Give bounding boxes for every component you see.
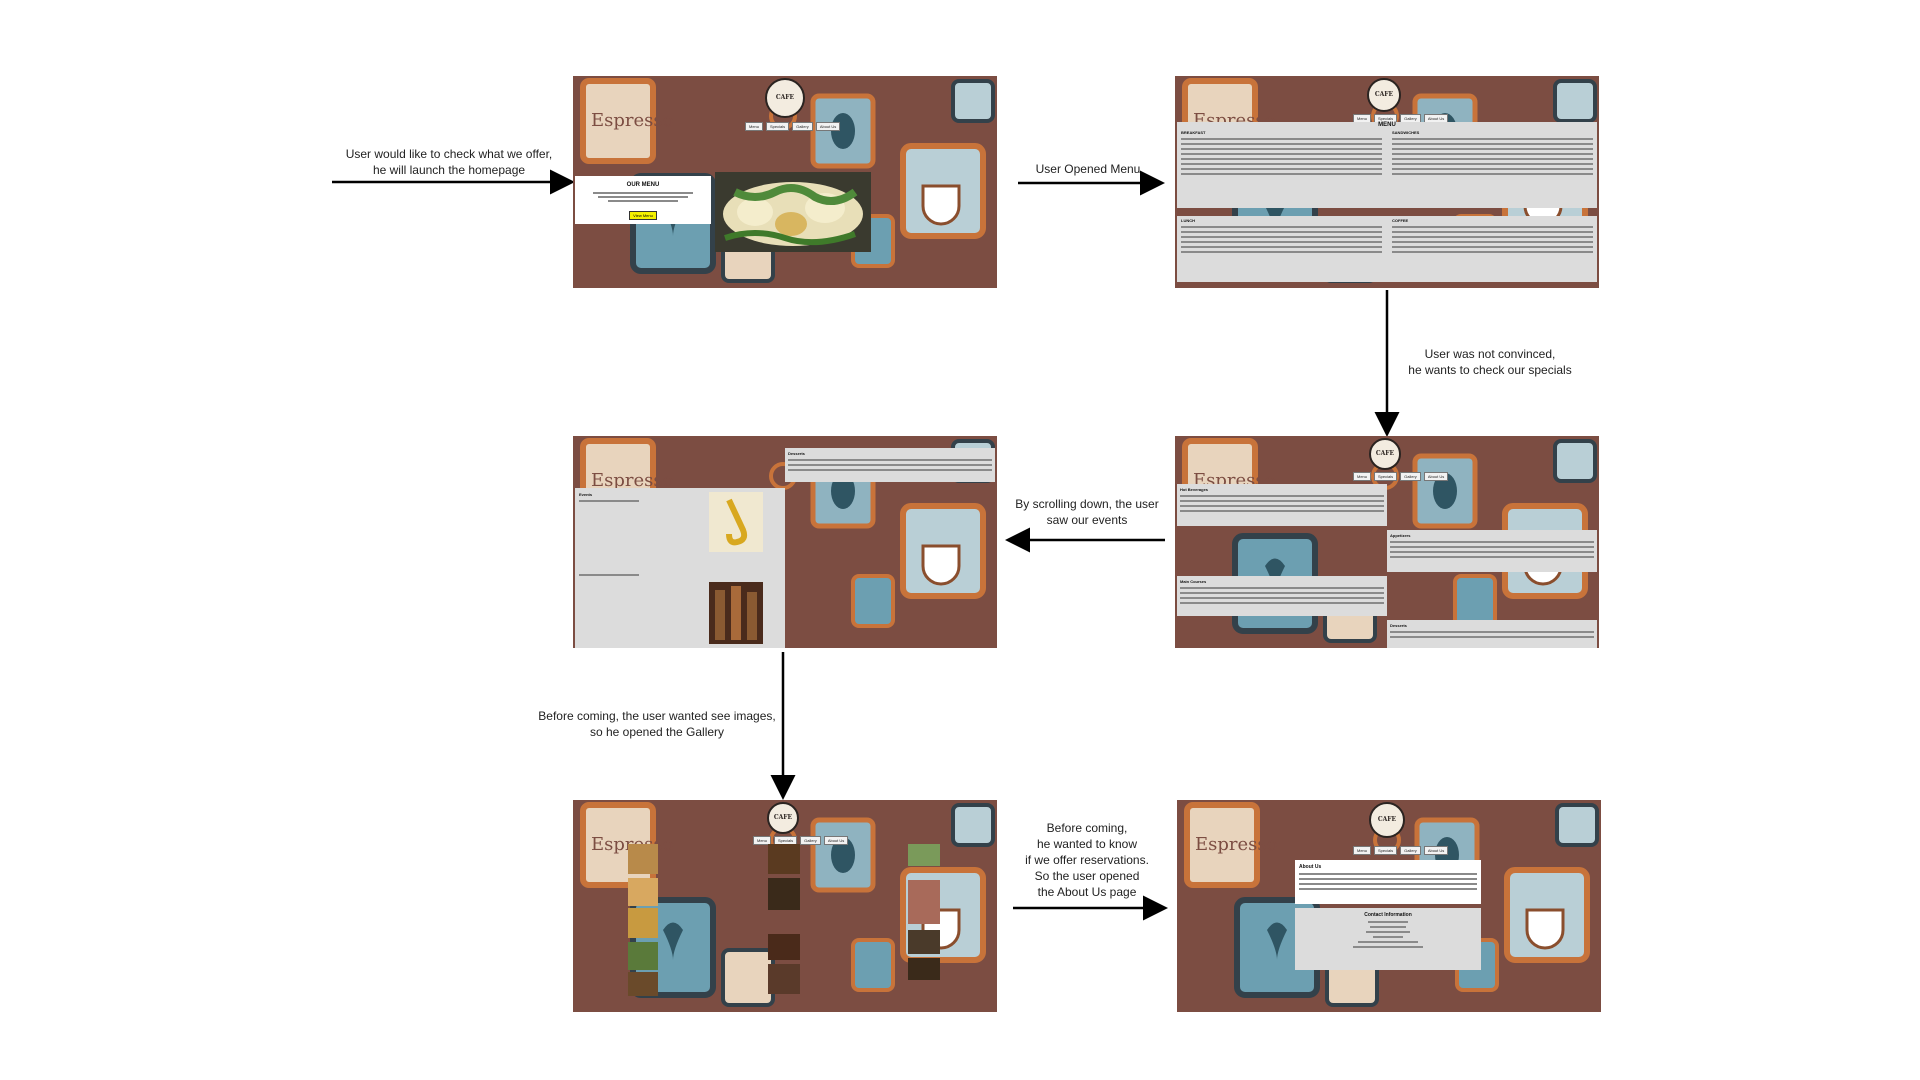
food-photo (715, 172, 871, 252)
contact-panel: Contact Information (1295, 908, 1481, 970)
step-label-about: Before coming, he wanted to know if we o… (1025, 821, 1149, 899)
cafe-logo: CAFE (765, 78, 805, 118)
cafe-logo: CAFE (1367, 78, 1401, 112)
nav-bar: Menu Specials Gallery About Us (1353, 846, 1449, 855)
nav-bar: Menu Specials Gallery About Us (745, 122, 841, 131)
step-label-gallery: Before coming, the user wanted see image… (538, 709, 776, 739)
nav-gallery: Gallery (792, 122, 813, 131)
jazz-event-image (709, 492, 763, 552)
nav-bar: Menu Specials Gallery About Us (1353, 472, 1449, 481)
main-courses-panel: Main Courses (1177, 576, 1387, 616)
about-us-title: About Us (1299, 864, 1322, 870)
menu-title: MENU (1378, 122, 1396, 128)
appetizers-panel: Appetizers (1387, 530, 1597, 572)
gallery-photos (628, 844, 940, 996)
venue-event-image (709, 582, 763, 644)
step-label-homepage: User would like to check what we offer, … (345, 147, 553, 177)
screenshot-homepage: CAFE Menu Specials Gallery About Us OUR … (573, 76, 997, 288)
contact-title: Contact Information (1364, 912, 1412, 918)
menu-panel-bottom: LUNCH COFFEE (1177, 216, 1597, 282)
nav-specials: Specials (766, 122, 790, 131)
cafe-logo: CAFE (1369, 438, 1401, 470)
desserts-panel: Desserts (785, 448, 995, 482)
step-label-events: By scrolling down, the user saw our even… (1015, 497, 1159, 527)
nav-menu: Menu (745, 122, 764, 131)
screenshot-specials: CAFE Menu Specials Gallery About Us Hot … (1175, 436, 1599, 648)
nav-about: About Us (815, 122, 841, 131)
cafe-logo: CAFE (1369, 802, 1405, 838)
step-label-menu: User Opened Menu (1035, 162, 1141, 176)
view-menu-button: View Menu (629, 211, 657, 220)
screenshot-about-us: CAFE Menu Specials Gallery About Us Abou… (1177, 800, 1601, 1012)
hot-beverages-panel: Hot Beverages (1177, 484, 1387, 526)
step-label-specials: User was not convinced, he wants to chec… (1408, 347, 1572, 377)
about-us-panel: About Us (1295, 860, 1481, 904)
our-menu-title: OUR MENU (626, 182, 660, 188)
cafe-logo: CAFE (767, 802, 799, 834)
screenshot-menu: CAFE Menu Specials Gallery About Us MENU… (1175, 76, 1599, 288)
screenshot-events: Desserts Events (573, 436, 997, 648)
menu-panel-top: MENU BREAKFAST SANDWICHES (1177, 122, 1597, 208)
nav-bar: Menu Specials Gallery About Us (753, 836, 849, 845)
desserts-panel: Desserts (1387, 620, 1597, 648)
our-menu-panel: OUR MENU View Menu (575, 176, 711, 224)
screenshot-gallery: CAFE Menu Specials Gallery About Us (573, 800, 997, 1012)
